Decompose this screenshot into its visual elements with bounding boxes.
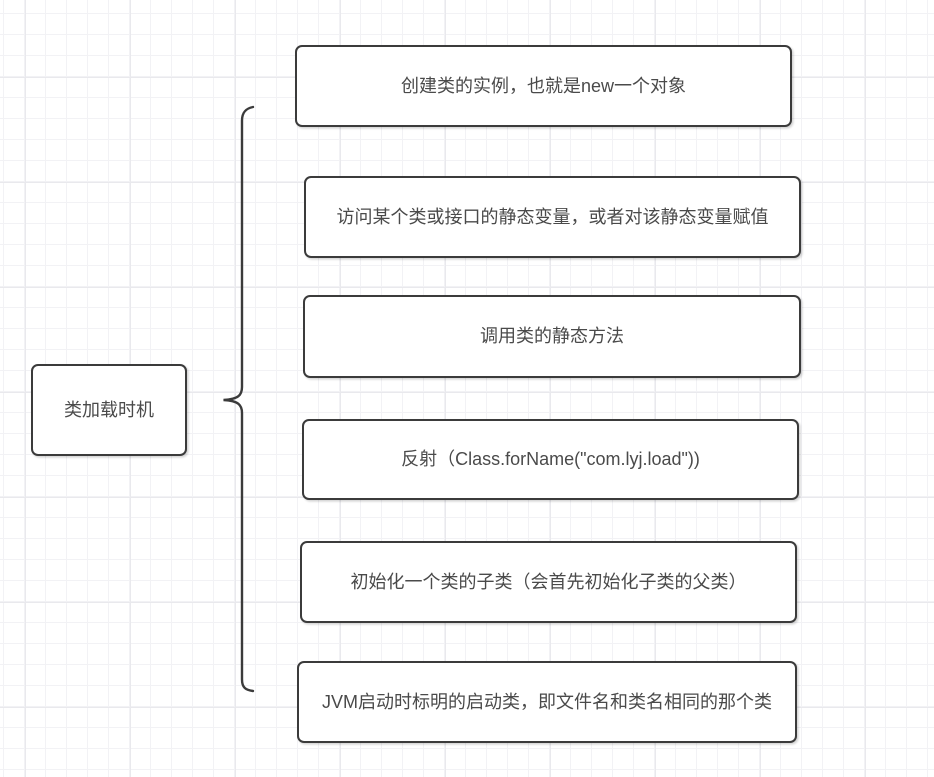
node-branch-3-label: 调用类的静态方法: [480, 326, 624, 347]
node-branch-6-label: JVM启动时标明的启动类，即文件名和类名相同的那个类: [322, 691, 772, 712]
node-root-label: 类加载时机: [64, 399, 154, 420]
node-branch-2[interactable]: 访问某个类或接口的静态变量，或者对该静态变量赋值: [304, 176, 801, 258]
node-branch-5[interactable]: 初始化一个类的子类（会首先初始化子类的父类）: [300, 541, 797, 623]
node-branch-4-label: 反射（Class.forName("com.lyj.load")): [401, 449, 700, 470]
node-branch-1[interactable]: 创建类的实例，也就是new一个对象: [295, 45, 792, 127]
node-branch-4[interactable]: 反射（Class.forName("com.lyj.load")): [302, 419, 799, 500]
node-root[interactable]: 类加载时机: [31, 364, 187, 456]
node-branch-2-label: 访问某个类或接口的静态变量，或者对该静态变量赋值: [336, 206, 769, 227]
node-branch-1-label: 创建类的实例，也就是new一个对象: [400, 75, 687, 96]
node-branch-3[interactable]: 调用类的静态方法: [303, 295, 801, 378]
node-branch-5-label: 初始化一个类的子类（会首先初始化子类的父类）: [350, 571, 747, 592]
node-branch-6[interactable]: JVM启动时标明的启动类，即文件名和类名相同的那个类: [297, 661, 797, 743]
